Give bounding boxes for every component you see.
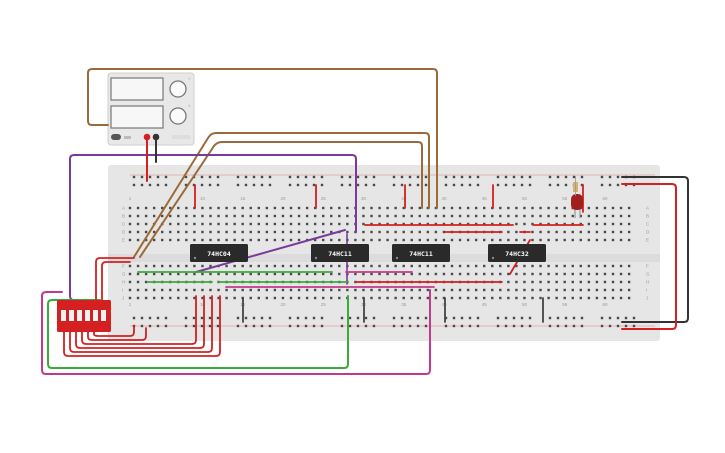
- dip-switch-toggle[interactable]: [85, 310, 90, 321]
- dip-switch-toggle[interactable]: [101, 310, 106, 321]
- dip-wire-4[interactable]: [81, 295, 197, 345]
- column-number: 60: [602, 196, 608, 201]
- column-number: 45: [482, 196, 488, 201]
- row-letter: I: [646, 288, 647, 293]
- column-number: 20: [280, 196, 286, 201]
- wire-brown-2[interactable]: [133, 132, 430, 258]
- row-letter: H: [122, 280, 125, 285]
- column-number: 60: [602, 302, 608, 307]
- row-letter: E: [122, 238, 125, 243]
- row-letter: C: [646, 222, 650, 227]
- row-letter: G: [122, 272, 126, 277]
- column-number: 30: [361, 196, 367, 201]
- dip-switch-toggle[interactable]: [77, 310, 82, 321]
- row-letter: J: [646, 296, 648, 301]
- voltage-knob[interactable]: [169, 80, 187, 98]
- wire-magenta-long[interactable]: [41, 289, 431, 375]
- column-number: 1: [129, 302, 132, 307]
- row-letter: B: [122, 214, 125, 219]
- column-number: 50: [522, 302, 528, 307]
- row-letter: A: [646, 206, 649, 211]
- power-supply[interactable]: V A: [107, 72, 195, 146]
- ic-chips: 74HC04 74HC11 74HC11 74HC32: [190, 244, 546, 262]
- chip-label: 74HC11: [409, 250, 433, 258]
- dip-wire-top-2[interactable]: [101, 261, 131, 301]
- column-number: 35: [401, 196, 407, 201]
- power-switch[interactable]: [111, 134, 121, 140]
- dip-wire-5[interactable]: [87, 327, 147, 341]
- breadboard-holes: [128, 175, 636, 328]
- breadboard: 1110101515202025253030353540404545505055…: [108, 165, 660, 341]
- dip-wire-6[interactable]: [93, 325, 135, 337]
- positive-terminal[interactable]: [143, 133, 151, 141]
- chip-74hc11-a[interactable]: 74HC11: [311, 244, 369, 262]
- rail-link-red[interactable]: [621, 183, 677, 330]
- current-knob-label: A: [188, 103, 191, 108]
- dip-switch-toggle[interactable]: [93, 310, 98, 321]
- voltage-knob-label: V: [188, 76, 191, 81]
- row-letter: F: [122, 264, 125, 269]
- wire-purple-2[interactable]: [195, 229, 346, 273]
- column-number: 10: [200, 196, 206, 201]
- column-number: 55: [562, 302, 568, 307]
- chip-label: 74HC04: [207, 250, 231, 258]
- column-number: 25: [321, 196, 327, 201]
- voltage-display: [110, 77, 164, 101]
- current-knob[interactable]: [169, 107, 187, 125]
- chip-74hc04[interactable]: 74HC04: [190, 244, 248, 262]
- row-letter: H: [646, 280, 649, 285]
- row-letter: C: [122, 222, 126, 227]
- row-letter: B: [646, 214, 649, 219]
- column-number: 1: [129, 196, 132, 201]
- current-display: [110, 105, 164, 129]
- row-letter: A: [122, 206, 125, 211]
- row-letter: F: [646, 264, 649, 269]
- row-letter: D: [646, 230, 650, 235]
- dip-wire-2[interactable]: [69, 295, 213, 353]
- dip-switch-toggle[interactable]: [61, 310, 66, 321]
- wire-brown-1[interactable]: [87, 68, 438, 209]
- dip-wire-top-1[interactable]: [95, 257, 135, 301]
- dip-wire-1[interactable]: [63, 295, 221, 357]
- led[interactable]: [571, 176, 583, 218]
- rail-link-black[interactable]: [621, 176, 689, 323]
- column-number: 55: [562, 196, 568, 201]
- column-number: 45: [482, 302, 488, 307]
- column-number: 35: [401, 302, 407, 307]
- row-letter: G: [646, 272, 650, 277]
- column-number: 25: [321, 302, 327, 307]
- chip-label: 74HC11: [328, 250, 352, 258]
- dip-wire-3[interactable]: [75, 295, 205, 349]
- chip-74hc11-b[interactable]: 74HC11: [392, 244, 450, 262]
- row-letter: E: [646, 238, 649, 243]
- chip-label: 74HC32: [505, 250, 529, 258]
- column-number: 15: [240, 196, 246, 201]
- column-number: 40: [441, 196, 447, 201]
- chip-74hc32[interactable]: 74HC32: [488, 244, 546, 262]
- row-letter: J: [122, 296, 124, 301]
- dip-switch[interactable]: [57, 300, 111, 332]
- column-number: 50: [522, 196, 528, 201]
- negative-terminal[interactable]: [152, 133, 160, 141]
- wire-green-long[interactable]: [47, 295, 349, 369]
- row-letter: I: [122, 288, 123, 293]
- column-number: 20: [280, 302, 286, 307]
- dip-switch-toggle[interactable]: [69, 310, 74, 321]
- breadboard-body: [108, 165, 660, 341]
- row-letter: D: [122, 230, 126, 235]
- column-number: 10: [200, 302, 206, 307]
- wire-brown-3[interactable]: [139, 141, 423, 258]
